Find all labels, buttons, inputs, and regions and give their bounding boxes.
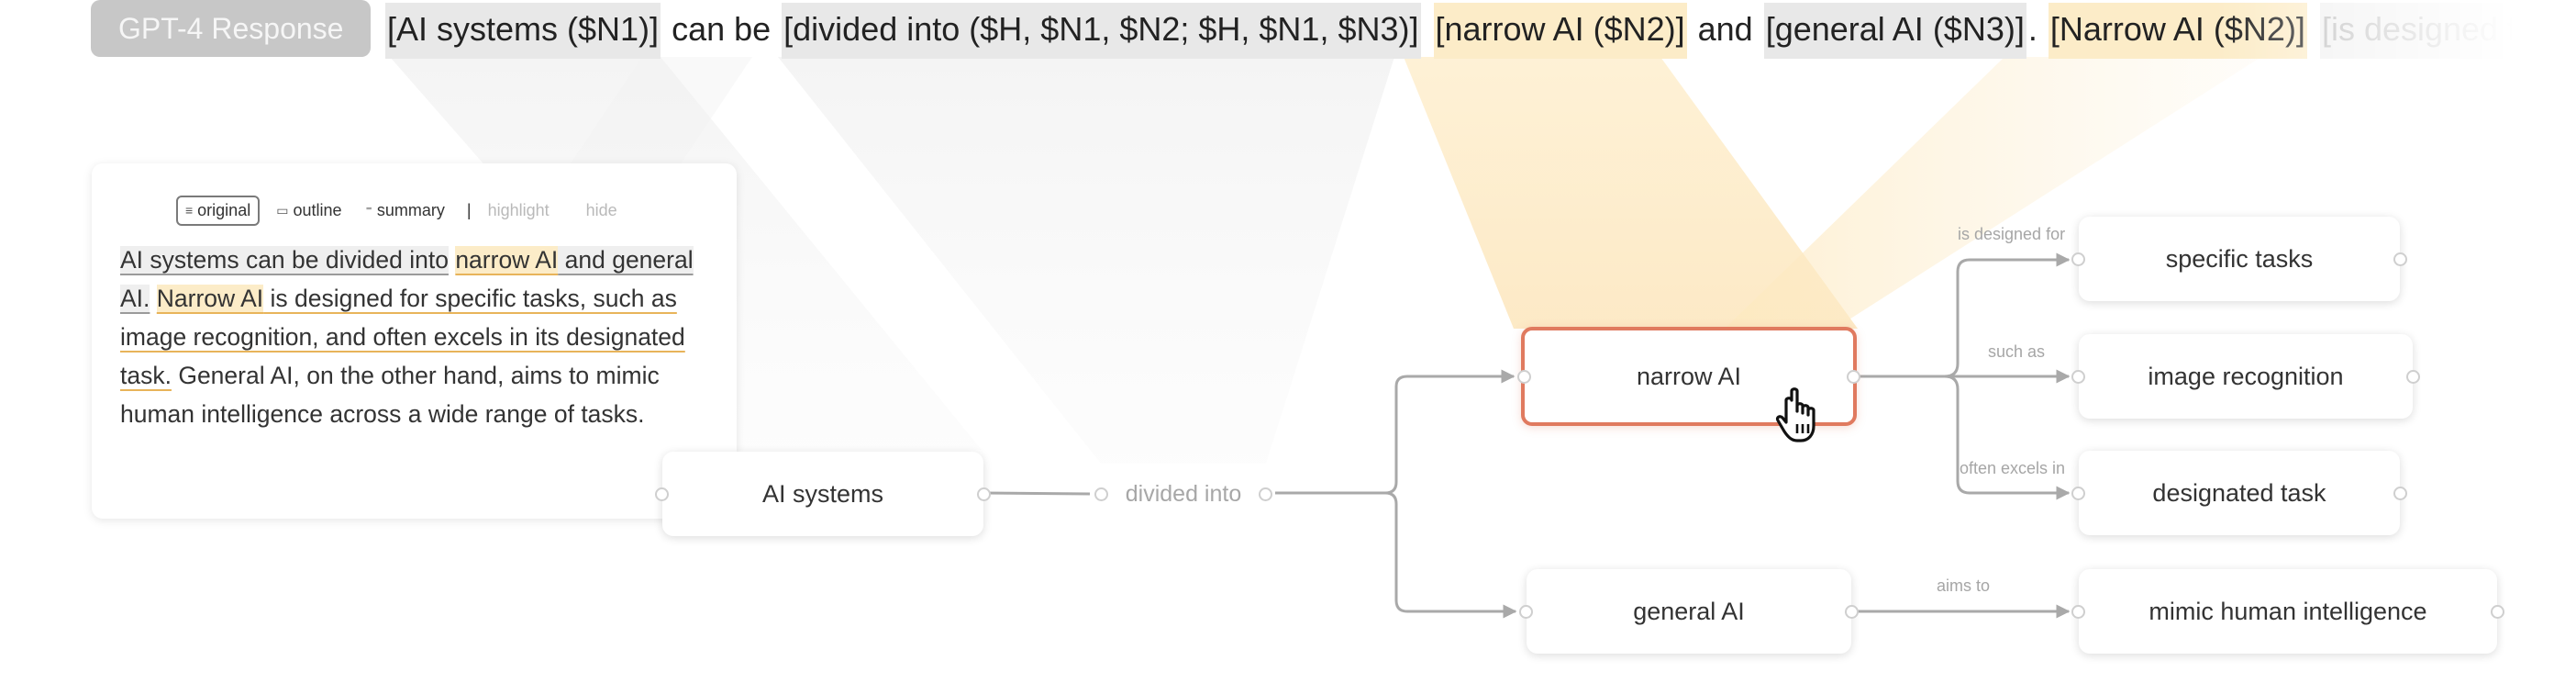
text-span-narrow-ai-2[interactable]: Narrow AI	[156, 285, 264, 312]
text-span-general-ai-details: General AI, on the other hand, aims to m…	[120, 362, 660, 428]
resp-seg-general-ai[interactable]: [general AI ($N3)]	[1763, 3, 2026, 59]
response-badge: GPT-4 Response	[91, 0, 372, 57]
port[interactable]	[2491, 605, 2504, 619]
edge-divided-narrow	[1275, 369, 1516, 495]
port[interactable]	[2071, 487, 2085, 500]
port[interactable]	[2406, 370, 2420, 384]
lines-icon: ≡	[185, 203, 194, 218]
hide-button[interactable]: hide	[585, 200, 617, 219]
edge-label-is-designed-for: is designed for	[1958, 225, 2066, 243]
response-text: [AI systems ($N1)] can be [divided into …	[385, 0, 2514, 59]
beam-narrow-ai-2	[1725, 57, 2261, 329]
edge-label-often-excels-in: often excels in	[1960, 459, 2066, 477]
resp-seg-narrow-ai-2[interactable]: [Narrow AI ($N2)]	[2048, 3, 2307, 59]
resp-seg-is-designed-for[interactable]: [is designed for s	[2319, 3, 2514, 59]
text-span-narrow-ai-details[interactable]: is designed for specific tasks, such as …	[120, 285, 685, 389]
text-span-narrow-ai[interactable]: narrow AI	[455, 246, 559, 274]
port[interactable]	[1094, 487, 1108, 501]
edge-label-aims-to: aims to	[1937, 576, 1991, 595]
resp-seg-text	[1421, 3, 1434, 59]
resp-seg-divided-into[interactable]: [divided into ($H, $N1, $N2; $H, $N1, $N…	[782, 3, 1421, 59]
node-label: general AI	[1633, 597, 1745, 625]
node-label: mimic human intelligence	[2149, 597, 2427, 625]
resp-seg-text: can be	[662, 10, 781, 48]
port[interactable]	[655, 487, 669, 501]
node-label: designated task	[2152, 478, 2326, 507]
text-span	[150, 285, 156, 312]
short-lines-icon: ⁼	[365, 202, 372, 218]
source-paragraph: AI systems can be divided into narrow AI…	[120, 241, 726, 433]
relation-divided-into[interactable]: divided into	[1094, 474, 1272, 514]
summary-label: summary	[376, 200, 445, 219]
hand-pointer-icon	[1775, 387, 1815, 442]
original-button[interactable]: ≡ original	[176, 195, 261, 226]
outline-label: outline	[293, 200, 342, 219]
view-toolbar: ≡ original ▭ outline ⁼ summary | highlig…	[176, 194, 654, 227]
node-ai-systems[interactable]: AI systems	[655, 452, 991, 536]
resp-seg-ai-systems[interactable]: [AI systems ($N1)]	[385, 3, 661, 59]
resp-seg-text: .	[2027, 10, 2047, 48]
box-icon: ▭	[276, 202, 289, 218]
node-general-ai[interactable]: general AI	[1519, 569, 1859, 654]
port[interactable]	[1517, 370, 1531, 384]
resp-seg-narrow-ai[interactable]: [narrow AI ($N2)]	[1433, 3, 1687, 59]
port[interactable]	[2071, 370, 2085, 384]
node-label: narrow AI	[1636, 362, 1742, 390]
port[interactable]	[2071, 252, 2085, 266]
port[interactable]	[2393, 487, 2407, 500]
original-label: original	[197, 200, 251, 219]
source-text-panel: ≡ original ▭ outline ⁼ summary | highlig…	[92, 163, 737, 519]
edge-ai-systems-divided	[983, 491, 1091, 496]
edge-label-such-as: such as	[1988, 342, 2046, 361]
text-span-ai-systems[interactable]: AI systems can be divided into	[120, 246, 449, 274]
node-label: image recognition	[2148, 362, 2344, 390]
port[interactable]	[1519, 605, 1533, 619]
summary-button[interactable]: ⁼ summary	[359, 197, 452, 224]
node-specific-tasks[interactable]: specific tasks	[2071, 217, 2407, 301]
highlight-button[interactable]: highlight	[487, 200, 550, 219]
port[interactable]	[2393, 252, 2407, 266]
node-mimic-human-intelligence[interactable]: mimic human intelligence	[2071, 569, 2504, 654]
port[interactable]	[1259, 487, 1272, 501]
edge-narrow-designated	[1944, 375, 2071, 500]
node-designated-task[interactable]: designated task	[2071, 451, 2407, 535]
resp-seg-text: and	[1688, 10, 1762, 48]
resp-seg-text	[2307, 3, 2320, 59]
port[interactable]	[1845, 605, 1859, 619]
node-label: specific tasks	[2165, 244, 2314, 273]
outline-button[interactable]: ▭ outline	[269, 197, 349, 224]
port[interactable]	[1847, 370, 1860, 384]
beam-divided-into	[778, 57, 1394, 464]
port[interactable]	[977, 487, 991, 501]
beam-narrow-ai	[1404, 57, 1858, 329]
port[interactable]	[2071, 605, 2085, 619]
relation-label: divided into	[1125, 480, 1242, 507]
node-label: AI systems	[761, 479, 884, 508]
edge-divided-general	[1384, 491, 1517, 619]
node-image-recognition[interactable]: image recognition	[2071, 334, 2420, 419]
toolbar-separator: |	[466, 200, 472, 219]
